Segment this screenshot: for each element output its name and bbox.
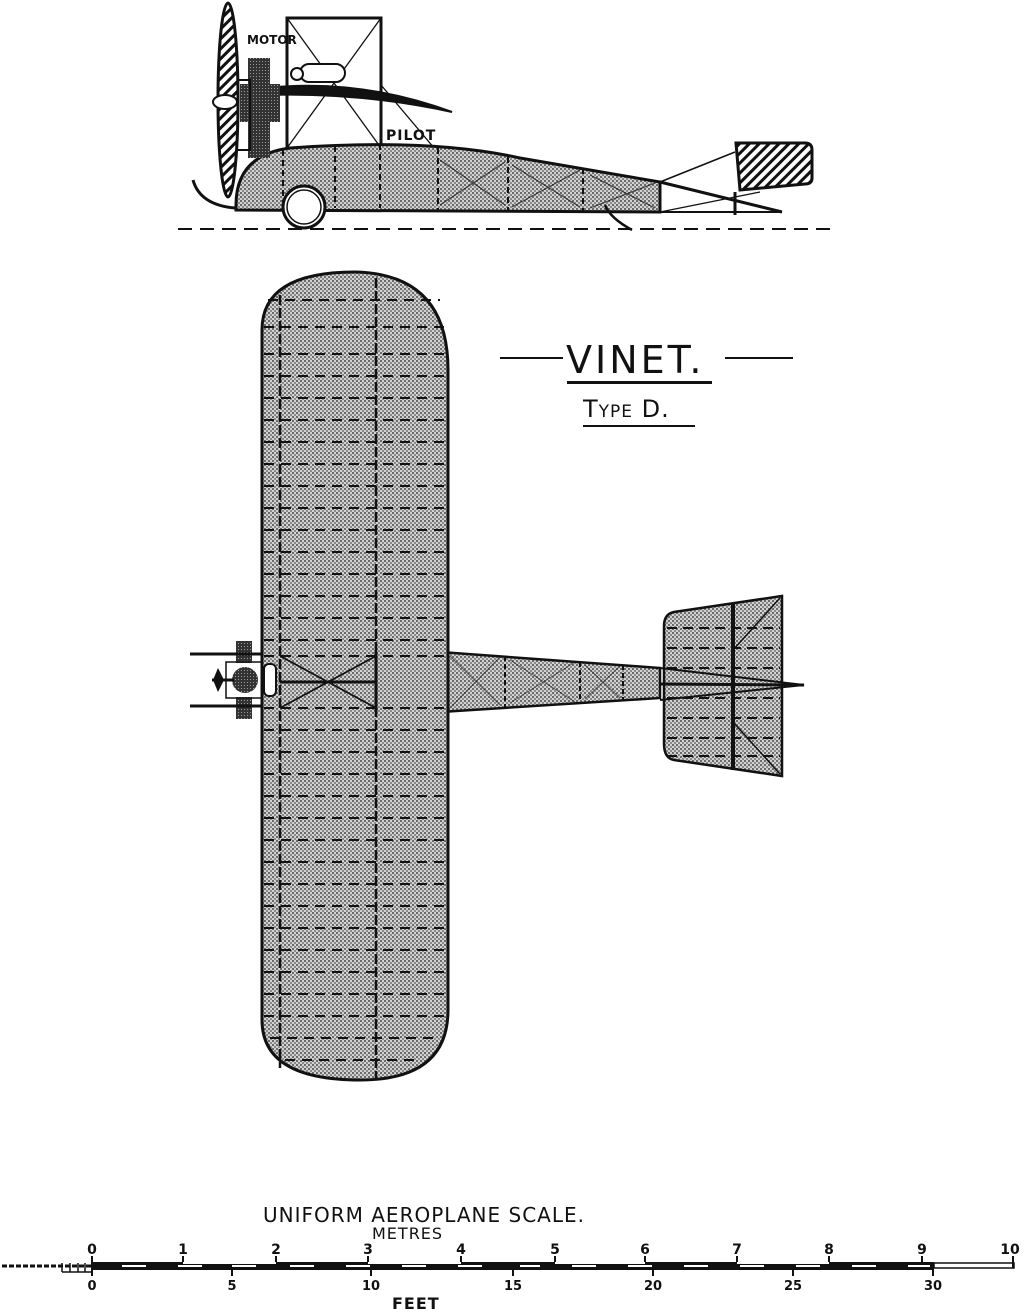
wing-profile [264,84,453,113]
rudder [734,141,814,192]
metres-label: METRES [372,1224,444,1243]
cockpit-bay [279,652,378,712]
fuselage-side [234,143,662,214]
plan-view [190,270,805,1082]
metre-tick: 3 [363,1242,373,1258]
metre-tick: 4 [456,1242,466,1258]
motor-plan-lower [236,697,252,719]
feet-tick: 15 [503,1279,523,1294]
metre-tick: 6 [640,1242,650,1258]
title-rule-left [500,357,563,359]
metre-tick: 5 [550,1242,560,1258]
metre-tick: 9 [917,1242,927,1258]
aircraft-name: VINET. [566,338,705,382]
scale-bar [2,1256,1015,1276]
aircraft-type: Type D. [583,395,670,423]
metre-tick: 8 [824,1242,834,1258]
metre-tick: 0 [87,1242,97,1258]
side-view [178,1,838,232]
fuel-tank [299,63,346,83]
scale-title: UNIFORM AEROPLANE SCALE. [263,1203,585,1227]
front-skid [191,179,236,210]
nose-radiator [263,663,277,697]
feet-tick: 0 [87,1279,97,1294]
metre-tick: 2 [271,1242,281,1258]
motor-plan-upper [236,641,252,663]
pilot-label: PILOT [386,128,437,144]
feet-label: FEET [392,1294,440,1313]
tail-skid [603,204,633,232]
fuselage-plan [438,650,662,714]
feet-tick: 10 [361,1279,381,1294]
tailplane [662,594,784,778]
scale-bar-body [92,1262,934,1270]
metre-tick: 7 [732,1242,742,1258]
motor-label: MOTOR [247,33,297,47]
feet-tick: 20 [643,1279,663,1294]
landing-wheel [281,184,327,230]
aircraft-name-underline [567,381,712,384]
aircraft-type-underline [583,425,695,427]
main-wing [260,270,450,1082]
feet-tick: 25 [783,1279,803,1294]
metre-tick: 10 [1000,1242,1020,1258]
wing-ribs [264,299,446,1061]
metre-tick: 1 [178,1242,188,1258]
title-rule-right [725,357,793,359]
feet-tick: 5 [227,1279,237,1294]
feet-tick: 30 [923,1279,943,1294]
